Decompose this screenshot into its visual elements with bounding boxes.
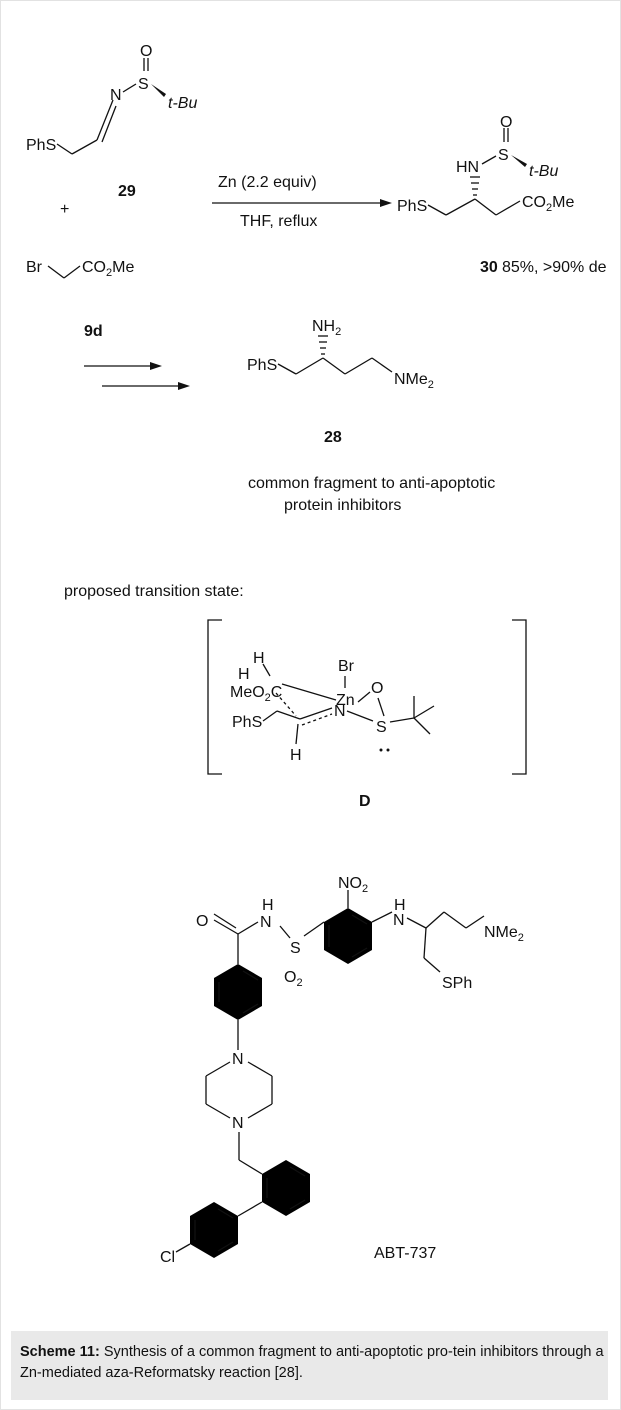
- phs-ts-label: PhS: [232, 714, 262, 731]
- compound-9d-label: 9d: [84, 323, 103, 340]
- sph-label: SPh: [442, 975, 472, 992]
- nh-amine-n-label: N: [393, 912, 405, 929]
- caption-label: Scheme 11:: [20, 1344, 100, 1360]
- piperazine-n1-label: N: [232, 1051, 244, 1068]
- compound-29-label: 29: [118, 183, 136, 200]
- intermediate-d-label: D: [359, 793, 371, 810]
- no2-label: NO2: [338, 875, 368, 895]
- compound-30-structure: PhS CO2Me HN S O t-Bu 30 85%, >90% de: [397, 114, 607, 276]
- yield-30: 85%, >90% de: [502, 259, 607, 276]
- carbonyl-o-label: O: [196, 913, 208, 930]
- caption-box: [11, 1331, 608, 1400]
- ts-heading: proposed transition state:: [64, 583, 244, 600]
- amide-n-label: N: [260, 914, 272, 931]
- zn-label: Zn: [336, 692, 355, 709]
- imine-n-label: N: [110, 87, 122, 104]
- chloro-label: Cl: [160, 1249, 175, 1266]
- abt-737-structure: NO2 H N NMe2 SPh S O2 H N O N: [160, 875, 524, 1266]
- tbu-label-30: t-Bu: [529, 163, 558, 180]
- compound-29-structure: PhS N S O t-Bu 29: [26, 43, 197, 200]
- meo2c-label: MeO2C: [230, 684, 282, 704]
- br-label: Br: [26, 259, 43, 276]
- co2me-9d-label: CO2Me: [82, 259, 134, 279]
- co2me-30-label: CO2Me: [522, 194, 574, 214]
- amide-h-label: H: [262, 897, 274, 914]
- transition-state-d: H H MeO2C Br Zn O PhS H N S D: [207, 619, 527, 810]
- nme2-28-label: NMe2: [394, 371, 434, 391]
- fragment-note-line2: protein inhibitors: [284, 497, 401, 514]
- figure-caption: Scheme 11: Synthesis of a common fragmen…: [20, 1342, 605, 1384]
- nh-amine-h-label: H: [394, 897, 406, 914]
- sulfonyl-s-label: S: [290, 940, 301, 957]
- phs-label: PhS: [26, 137, 56, 154]
- compound-9d-structure: Br CO2Me 9d: [26, 259, 134, 340]
- nme2-abt-label: NMe2: [484, 924, 524, 944]
- sulfinyl-s-label-30: S: [498, 147, 509, 164]
- phs-label-28: PhS: [247, 357, 277, 374]
- h-label: H: [238, 666, 250, 683]
- sulfinyl-o-label-30: O: [500, 114, 512, 131]
- reagent-below: THF, reflux: [240, 213, 317, 230]
- compound-28-structure: PhS NMe2 NH2 28 common fragment to anti-…: [247, 318, 495, 514]
- h-bottom-label: H: [290, 747, 302, 764]
- n-ts-label: N: [334, 703, 346, 720]
- br-ts-label: Br: [338, 658, 355, 675]
- piperazine-n2-label: N: [232, 1115, 244, 1132]
- multistep-arrows: [84, 362, 190, 390]
- o-ts-label: O: [371, 680, 383, 697]
- sulfonyl-o2-label: O2: [284, 969, 303, 989]
- sulfinyl-s-label: S: [138, 76, 149, 93]
- sulfinyl-o-label: O: [140, 43, 152, 60]
- s-ts-label: S: [376, 719, 387, 736]
- drug-name-label: ABT-737: [374, 1245, 436, 1262]
- plus-sign: +: [60, 201, 69, 218]
- nh2-label: NH2: [312, 318, 341, 338]
- h-top-label: H: [253, 650, 265, 667]
- caption-text: Synthesis of a common fragment to anti-a…: [20, 1344, 604, 1381]
- reagent-above: Zn (2.2 equiv): [218, 174, 317, 191]
- fragment-note-line1: common fragment to anti-apoptotic: [248, 475, 495, 492]
- tbu-label: t-Bu: [168, 95, 197, 112]
- phs-label-30: PhS: [397, 198, 427, 215]
- reaction-scheme: PhS N S O t-Bu 29 + Br CO2Me 9d Zn (2.2 …: [26, 43, 607, 1266]
- hn-label: HN: [456, 159, 479, 176]
- compound-28-label: 28: [324, 429, 342, 446]
- compound-30-label: 30: [480, 259, 498, 276]
- reaction-arrow: Zn (2.2 equiv) THF, reflux: [212, 174, 392, 230]
